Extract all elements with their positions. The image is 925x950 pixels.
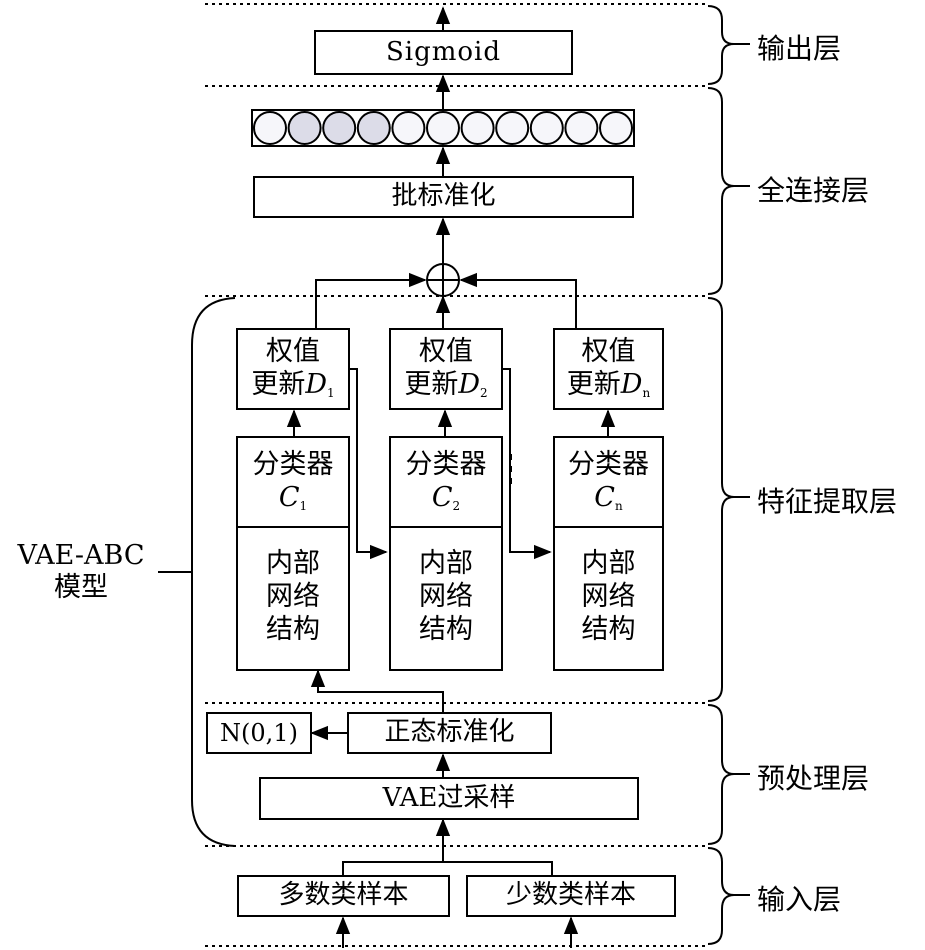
net-line1: 内部 xyxy=(419,548,473,580)
internal-network-2: 内部 网络 结构 xyxy=(391,526,501,669)
normalize-box: 正态标准化 xyxy=(347,712,552,754)
batch-norm-label: 批标准化 xyxy=(391,181,496,212)
neuron-node xyxy=(460,111,495,145)
batch-norm-box: 批标准化 xyxy=(253,176,634,218)
classifier-1: 分类器 C1 xyxy=(238,438,348,528)
vae-oversample-label: VAE过采样 xyxy=(382,782,516,813)
classifier-column-n: 分类器 Cn 内部 网络 结构 xyxy=(553,436,664,671)
model-bracket xyxy=(158,297,236,847)
output-layer-label: 输出层 xyxy=(757,32,842,65)
net-line2: 网络 xyxy=(419,581,473,613)
neuron-node xyxy=(287,111,322,145)
neuron-node xyxy=(391,111,426,145)
vae-oversample-box: VAE过采样 xyxy=(259,777,639,820)
neuron-node xyxy=(356,111,391,145)
neuron-node xyxy=(426,111,460,145)
majority-samples-box: 多数类样本 xyxy=(237,875,450,917)
neuron-row xyxy=(253,111,633,145)
neuron-node xyxy=(599,111,633,145)
net-line3: 结构 xyxy=(581,613,636,645)
net-line2: 网络 xyxy=(581,581,636,613)
weight-update-line2: 更新D1 xyxy=(251,369,335,400)
neuron-node xyxy=(564,111,599,145)
input-layer-label: 输入层 xyxy=(757,883,842,916)
net-line1: 内部 xyxy=(266,548,320,580)
weight-update-line1: 权值 xyxy=(419,336,473,368)
feature-extraction-layer-label: 特征提取层 xyxy=(757,485,898,518)
classifier-label: 分类器 xyxy=(252,449,334,481)
fully-connected-layer-label: 全连接层 xyxy=(757,174,870,207)
net-line1: 内部 xyxy=(581,548,636,580)
column-ellipsis xyxy=(509,454,512,484)
model-label: VAE-ABC 模型 xyxy=(0,540,166,604)
model-word: 模型 xyxy=(54,571,108,603)
normalize-label: 正态标准化 xyxy=(384,717,515,748)
classifier-symbol: C1 xyxy=(278,482,308,513)
classifier-column-2: 分类器 C2 内部 网络 结构 xyxy=(389,436,503,671)
weight-update-box-2: 权值 更新D2 xyxy=(389,328,503,410)
sigmoid-label: Sigmoid xyxy=(385,36,502,67)
weight-update-box-n: 权值 更新Dn xyxy=(553,328,664,410)
weight-update-box-1: 权值 更新D1 xyxy=(236,328,350,410)
flow-connectors xyxy=(286,6,616,948)
classifier-column-1: 分类器 C1 内部 网络 结构 xyxy=(236,436,350,671)
weight-update-line1: 权值 xyxy=(266,336,320,368)
classifier-label: 分类器 xyxy=(405,449,487,481)
classifier-symbol: C2 xyxy=(431,482,461,513)
neuron-node xyxy=(495,111,530,145)
classifier-label: 分类器 xyxy=(568,449,649,481)
weight-update-line1: 权值 xyxy=(581,336,636,368)
weight-update-line2: 更新Dn xyxy=(566,369,651,400)
normal-distribution-label: N(0,1) xyxy=(220,718,298,747)
sigmoid-box: Sigmoid xyxy=(314,30,573,75)
minority-samples-box: 少数类样本 xyxy=(466,875,676,917)
majority-samples-label: 多数类样本 xyxy=(278,880,409,911)
minority-samples-label: 少数类样本 xyxy=(505,880,636,911)
net-line2: 网络 xyxy=(266,581,320,613)
normal-distribution-box: N(0,1) xyxy=(206,712,312,754)
model-name: VAE-ABC xyxy=(17,540,145,571)
neuron-node xyxy=(529,111,564,145)
layer-braces xyxy=(707,5,750,945)
classifier-2: 分类器 C2 xyxy=(391,438,501,528)
weight-update-line2: 更新D2 xyxy=(404,369,488,400)
net-line3: 结构 xyxy=(266,613,320,645)
preprocessing-layer-label: 预处理层 xyxy=(757,762,870,795)
internal-network-n: 内部 网络 结构 xyxy=(555,526,662,669)
neuron-node xyxy=(253,111,287,145)
classifier-n: 分类器 Cn xyxy=(555,438,662,528)
net-line3: 结构 xyxy=(419,613,473,645)
neuron-node xyxy=(322,111,357,145)
classifier-symbol: Cn xyxy=(594,482,623,513)
internal-network-1: 内部 网络 结构 xyxy=(238,526,348,669)
sum-node xyxy=(426,263,460,297)
